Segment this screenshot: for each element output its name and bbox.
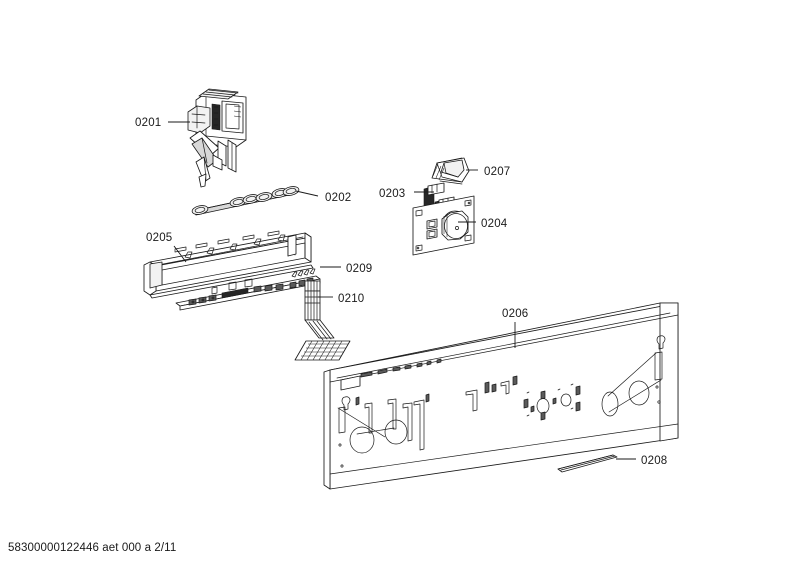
part-0208-trim-strip	[557, 454, 618, 473]
leader-0205	[173, 245, 187, 263]
front-panel-fascia	[323, 302, 679, 490]
part-0210-ribbon-cable	[294, 280, 351, 361]
panel-left-cutouts	[337, 396, 408, 468]
panel-center-slots	[465, 375, 518, 412]
callout-label-0206: 0206	[502, 308, 528, 320]
callout-label-0207: 0207	[484, 166, 510, 178]
button-keys	[191, 186, 300, 215]
panel-right-cutouts	[601, 335, 666, 417]
pcb-pin-headers	[291, 268, 316, 278]
part-0202-button-strip	[191, 186, 300, 216]
callout-label-0208: 0208	[641, 455, 667, 467]
ribbon-contact-hatch	[300, 340, 348, 361]
callout-label-0209: 0209	[346, 263, 372, 275]
callout-label-0202: 0202	[325, 192, 351, 204]
panel-top-vent-slots	[360, 358, 442, 378]
part-0201-door-lock-assembly	[187, 88, 247, 188]
housing-upper-slots	[174, 230, 280, 253]
leader-0202	[295, 190, 319, 197]
callout-leader-lines	[168, 121, 636, 460]
callout-label-0205: 0205	[146, 232, 172, 244]
callout-label-0203: 0203	[379, 188, 405, 200]
callout-labels: 0201 0202 0203 0204 0205 0206 0207 0208 …	[135, 117, 667, 467]
callout-label-0201: 0201	[135, 117, 161, 129]
panel-center-left-slots	[402, 393, 430, 451]
footer-document-reference: 58300000122446 aet 000 a 2/11	[8, 542, 176, 554]
part-0205-control-panel-housing	[143, 230, 314, 299]
part-0207-knob-cap	[431, 157, 470, 185]
housing-top-clips	[184, 234, 286, 259]
panel-control-hole-pattern	[523, 383, 581, 421]
part-0204-selector-board	[412, 195, 475, 256]
callout-label-0204: 0204	[481, 218, 508, 230]
callout-label-0210: 0210	[338, 293, 364, 305]
